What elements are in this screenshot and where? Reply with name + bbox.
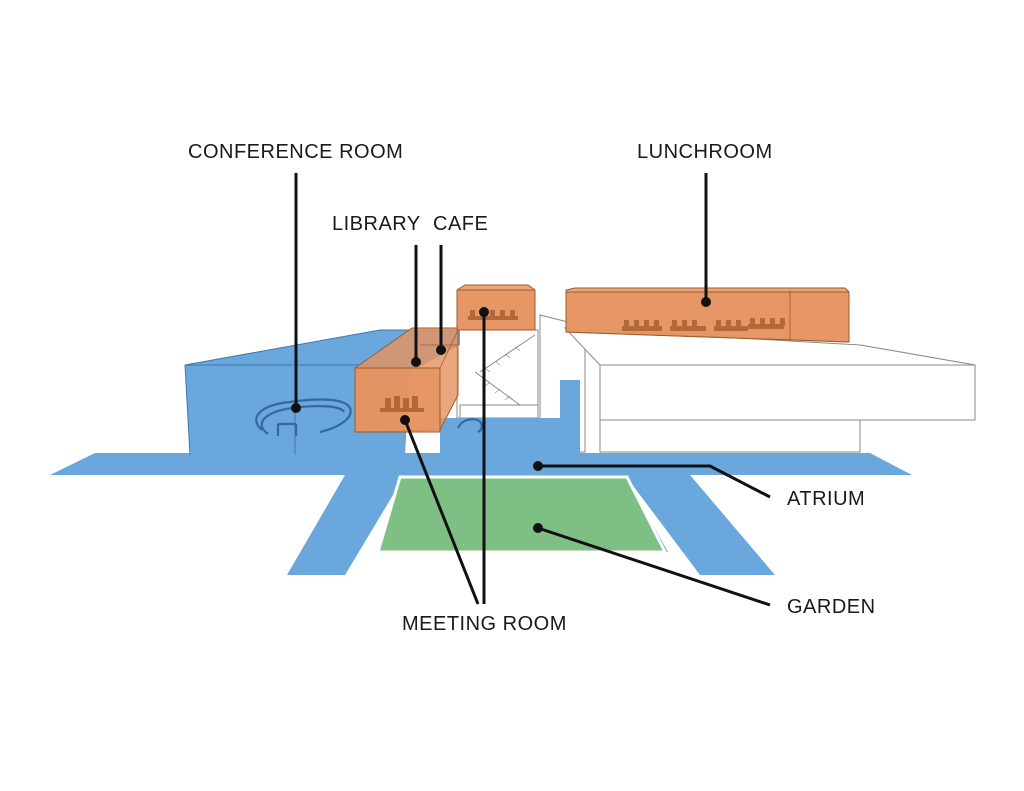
white-building [539, 314, 976, 453]
library-volume [354, 327, 459, 433]
label-meeting-room: MEETING ROOM [402, 613, 567, 635]
leader-garden [537, 526, 771, 607]
label-conference-room: CONFERENCE ROOM [188, 141, 403, 163]
stair-tower [456, 329, 539, 419]
library-furniture [380, 396, 424, 412]
label-garden: GARDEN [787, 596, 876, 618]
lunchroom-volume [565, 287, 850, 343]
garden-area [375, 475, 668, 554]
meeting-room-volume [456, 284, 536, 331]
label-cafe: CAFE [433, 213, 488, 235]
lunchroom-furniture [622, 318, 785, 331]
label-atrium: ATRIUM [787, 488, 865, 510]
label-library: LIBRARY [332, 213, 421, 235]
label-lunchroom: LUNCHROOM [637, 141, 773, 163]
leader-atrium [538, 464, 771, 499]
leader-lines [291, 173, 771, 607]
leader-meeting-room-a [403, 419, 480, 605]
labels: CONFERENCE ROOM LIBRARY CAFE LUNCHROOM A… [188, 141, 876, 635]
